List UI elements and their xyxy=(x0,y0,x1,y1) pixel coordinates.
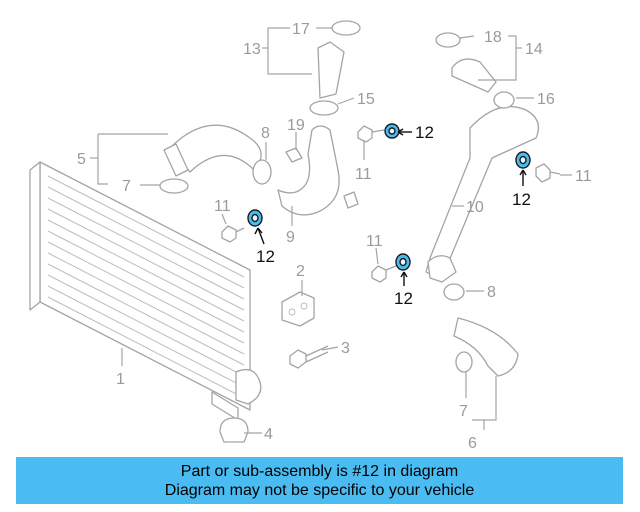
mounting-bracket xyxy=(281,291,315,327)
callout-17: 17 xyxy=(292,21,310,38)
callout-16: 16 xyxy=(537,91,555,108)
callout-14: 14 xyxy=(525,41,543,58)
highlighted-part-12-a[interactable] xyxy=(247,209,263,227)
callout-12-a: 12 xyxy=(256,247,275,266)
callout-labels: 1 2 3 4 5 6 7 7 8 8 9 10 11 11 11 11 13 … xyxy=(77,21,592,452)
hose-clamp-left xyxy=(252,159,272,185)
callout-7-left: 7 xyxy=(122,178,131,195)
callout-2: 2 xyxy=(296,263,305,280)
intercooler-radiator xyxy=(29,161,262,421)
callout-9: 9 xyxy=(286,229,295,246)
hose-top-center xyxy=(309,20,361,116)
callout-11-d: 11 xyxy=(575,168,592,185)
callout-11-a: 11 xyxy=(214,198,231,215)
highlighted-part-12-c[interactable] xyxy=(395,253,411,271)
callout-12-b: 12 xyxy=(415,123,434,142)
banner-line-1: Part or sub-assembly is #12 in diagram xyxy=(180,462,459,480)
charge-pipe-center xyxy=(277,125,359,216)
bolt-11-b xyxy=(357,125,385,143)
callout-6: 6 xyxy=(468,435,477,452)
callout-13: 13 xyxy=(243,41,261,58)
callout-1: 1 xyxy=(116,371,125,388)
intake-hose-left xyxy=(159,124,262,194)
callout-10: 10 xyxy=(466,199,484,216)
callout-12-d: 12 xyxy=(512,190,531,209)
bolt xyxy=(289,345,329,369)
parts-diagram: 1 2 3 4 5 6 7 7 8 8 9 10 11 11 11 11 13 … xyxy=(29,20,592,452)
callout-12-c: 12 xyxy=(394,289,413,308)
bolt-11-a xyxy=(221,225,245,243)
callout-7-right: 7 xyxy=(459,403,468,420)
highlighted-part-12-b[interactable] xyxy=(384,123,400,139)
callout-4: 4 xyxy=(264,426,273,443)
callout-15: 15 xyxy=(357,91,375,108)
callout-18: 18 xyxy=(484,29,502,46)
leader-lines xyxy=(90,27,572,434)
hose-lower-right xyxy=(443,283,519,377)
callout-8-right: 8 xyxy=(487,284,496,301)
bolt-11-d xyxy=(535,163,561,183)
hose-top-right xyxy=(435,32,497,93)
bolt-11-c xyxy=(371,265,397,283)
rubber-damper xyxy=(219,417,249,443)
callout-11-b: 11 xyxy=(355,166,372,183)
callout-3: 3 xyxy=(341,340,350,357)
callout-5: 5 xyxy=(77,151,86,168)
info-banner: Part or sub-assembly is #12 in diagram D… xyxy=(16,457,623,504)
callout-19: 19 xyxy=(287,117,305,134)
hose-clamp-16 xyxy=(493,91,515,109)
highlighted-part-12-d[interactable] xyxy=(515,151,531,169)
banner-line-2: Diagram may not be specific to your vehi… xyxy=(164,481,475,499)
callout-11-c: 11 xyxy=(366,233,383,250)
callout-8-left: 8 xyxy=(261,125,270,142)
